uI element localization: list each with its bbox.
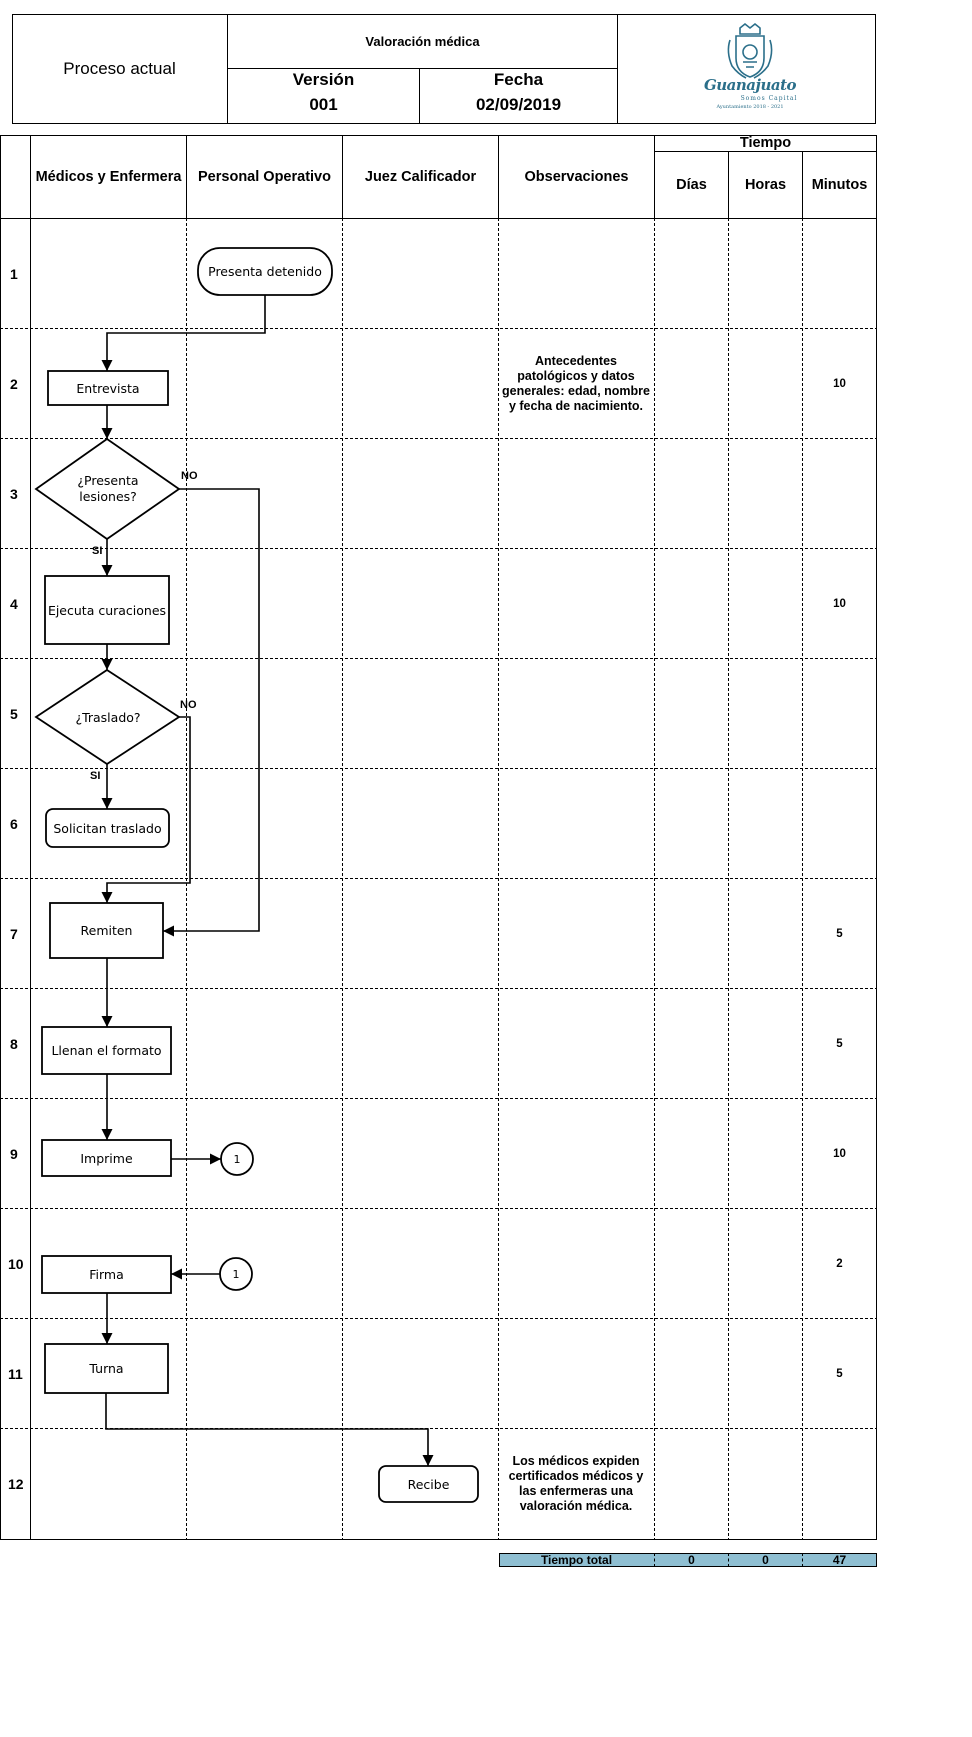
request-transfer-box bbox=[45, 808, 170, 848]
connector-out bbox=[220, 1142, 254, 1176]
row-number: 5 bbox=[10, 706, 18, 722]
observation-row-12: Los médicos expiden certificados médicos… bbox=[508, 1454, 644, 1513]
column-header-horas: Horas bbox=[744, 177, 787, 193]
header-divider-1 bbox=[227, 14, 228, 124]
header-divider-2 bbox=[617, 14, 618, 124]
logo-subtitle: Ayuntamiento 2018 - 2021 bbox=[716, 104, 784, 110]
sign-box bbox=[41, 1255, 172, 1294]
row-number: 3 bbox=[10, 486, 18, 502]
print-box bbox=[41, 1139, 172, 1177]
total-divider bbox=[728, 1553, 729, 1567]
interview-box bbox=[47, 370, 169, 406]
column-header-minutos: Minutos bbox=[811, 177, 868, 193]
column-header-dias: Días bbox=[676, 177, 707, 193]
minutes-value bbox=[803, 659, 876, 769]
date-value: 02/09/2019 bbox=[475, 95, 562, 114]
connector-label-out: 1 bbox=[233, 1152, 241, 1166]
connector-label-in: 1 bbox=[232, 1267, 240, 1281]
column-header-observaciones: Observaciones bbox=[524, 169, 629, 185]
node-label-fill-form: Llenan el formato bbox=[51, 1043, 162, 1058]
node-label-interview: Entrevista bbox=[76, 380, 140, 396]
injuries-decision bbox=[34, 437, 181, 541]
minutes-value bbox=[803, 1429, 876, 1539]
row-number: 1 bbox=[10, 266, 18, 282]
version-label: Versión bbox=[292, 70, 355, 89]
row-number: 8 bbox=[10, 1036, 18, 1052]
grid-lines bbox=[0, 135, 877, 1540]
branch-label-si: SI bbox=[92, 545, 103, 557]
edge-start-interview bbox=[101, 295, 266, 371]
branch-label-no: NO bbox=[180, 699, 197, 711]
branch-label-si: SI bbox=[90, 770, 101, 782]
header-box bbox=[12, 14, 876, 124]
cures-box bbox=[44, 575, 170, 645]
logo: Guanajuato Somos Capital Ayuntamiento 20… bbox=[690, 22, 810, 118]
minutes-value: 5 bbox=[836, 928, 843, 940]
remit-box bbox=[49, 902, 164, 959]
total-minutes: 47 bbox=[832, 1553, 847, 1567]
row-number: 2 bbox=[10, 376, 18, 392]
minutes-value: 10 bbox=[833, 378, 846, 390]
row-number: 10 bbox=[8, 1256, 24, 1272]
row-number: 12 bbox=[8, 1476, 24, 1492]
minutes-value: 2 bbox=[836, 1258, 843, 1270]
fill-form-box bbox=[41, 1026, 172, 1075]
branch-label-no: NO bbox=[181, 470, 198, 482]
minutes-value: 5 bbox=[836, 1038, 843, 1050]
column-header-personal: Personal Operativo bbox=[198, 169, 331, 185]
column-header-tiempo: Tiempo bbox=[739, 135, 792, 151]
node-label-remit: Remiten bbox=[80, 923, 133, 938]
observation-row-2: Antecedentes patológicos y datos general… bbox=[502, 354, 650, 413]
edge-no-injuries-remit bbox=[163, 488, 260, 937]
row-number: 7 bbox=[10, 926, 18, 942]
row-number: 6 bbox=[10, 816, 18, 832]
logo-wordmark: Guanajuato bbox=[703, 76, 797, 94]
total-divider bbox=[802, 1553, 803, 1567]
turn-box bbox=[44, 1343, 169, 1394]
total-time-bar bbox=[499, 1553, 877, 1567]
coat-of-arms-icon bbox=[727, 22, 773, 79]
minutes-value bbox=[803, 219, 876, 329]
connector-in bbox=[219, 1257, 253, 1291]
receive-box bbox=[378, 1465, 479, 1503]
minutes-value: 10 bbox=[833, 1148, 846, 1160]
total-days: 0 bbox=[688, 1553, 695, 1567]
transfer-decision bbox=[34, 668, 181, 766]
minutes-value bbox=[803, 769, 876, 879]
logo-tagline: Somos Capital bbox=[740, 95, 798, 102]
version-value: 001 bbox=[309, 95, 338, 114]
node-label-print: Imprime bbox=[80, 1150, 133, 1166]
node-label-sign: Firma bbox=[89, 1267, 124, 1282]
flow-nodes bbox=[34, 247, 479, 1503]
row-number: 4 bbox=[10, 596, 18, 612]
row-number: 9 bbox=[10, 1146, 18, 1162]
column-header-juez: Juez Calificador bbox=[364, 169, 477, 185]
page-title: Valoración médica bbox=[365, 33, 480, 49]
node-label-turn: Turna bbox=[89, 1361, 124, 1376]
total-divider bbox=[654, 1553, 655, 1567]
start-terminal bbox=[197, 247, 333, 296]
node-label-decision-injuries: ¿Presenta lesiones? bbox=[77, 473, 139, 504]
minutes-value: 10 bbox=[833, 598, 846, 610]
node-label-receive: Recibe bbox=[407, 1476, 450, 1492]
row-number: 11 bbox=[8, 1366, 23, 1382]
date-label: Fecha bbox=[493, 70, 544, 89]
minutes-value: 5 bbox=[836, 1368, 843, 1380]
header-divider-3 bbox=[227, 68, 617, 69]
node-label-start: Presenta detenido bbox=[208, 264, 322, 279]
node-label-cures: Ejecuta curaciones bbox=[47, 602, 167, 618]
edge-no-transfer-remit bbox=[101, 716, 191, 903]
node-label-request-transfer: Solicitan traslado bbox=[53, 820, 162, 836]
column-header-medicos: Médicos y Enfermera bbox=[35, 169, 182, 185]
header-divider-4 bbox=[419, 68, 420, 124]
edge-turn-receive bbox=[105, 1393, 434, 1466]
table-frame bbox=[0, 135, 877, 1540]
total-hours: 0 bbox=[762, 1553, 769, 1567]
total-time-label: Tiempo total bbox=[540, 1553, 613, 1567]
process-label: Proceso actual bbox=[63, 59, 176, 78]
node-label-decision-transfer: ¿Traslado? bbox=[75, 709, 141, 725]
flow-connectors bbox=[101, 295, 434, 1466]
minutes-value bbox=[803, 439, 876, 549]
